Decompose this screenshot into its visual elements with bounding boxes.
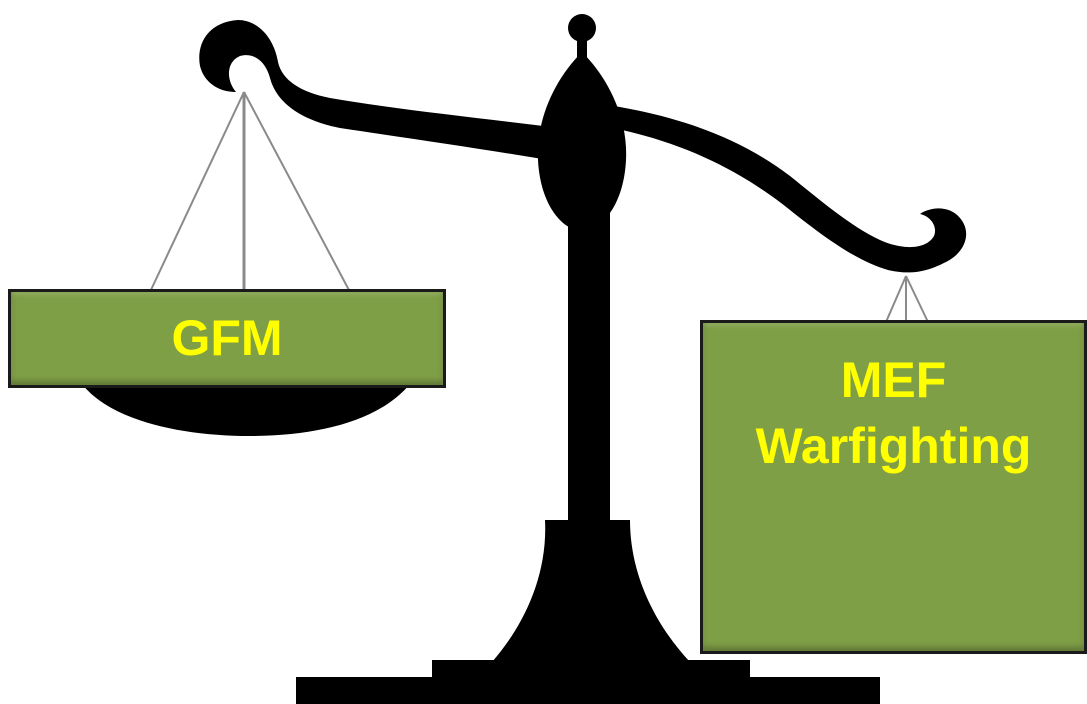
- right-string-1: [885, 275, 907, 323]
- scale-foot: [492, 520, 690, 662]
- scale-finial: [568, 14, 596, 42]
- right-string-3: [905, 275, 929, 323]
- left-pan-bowl: [82, 384, 410, 436]
- warfighting-label: Warfighting: [755, 418, 1032, 474]
- left-string-1: [149, 91, 245, 293]
- gfm-label: GFM: [171, 310, 283, 366]
- scale-head: [537, 52, 627, 232]
- scale-base: [296, 677, 880, 704]
- gfm-box: GFM: [8, 289, 446, 388]
- left-string-3: [243, 91, 351, 293]
- mef-warfighting-box: MEF Warfighting: [700, 320, 1087, 654]
- scale-base-step: [432, 660, 750, 680]
- scale-beam-right: [602, 104, 967, 273]
- scale-beam-left: [199, 20, 561, 162]
- mef-label: MEF: [840, 352, 947, 408]
